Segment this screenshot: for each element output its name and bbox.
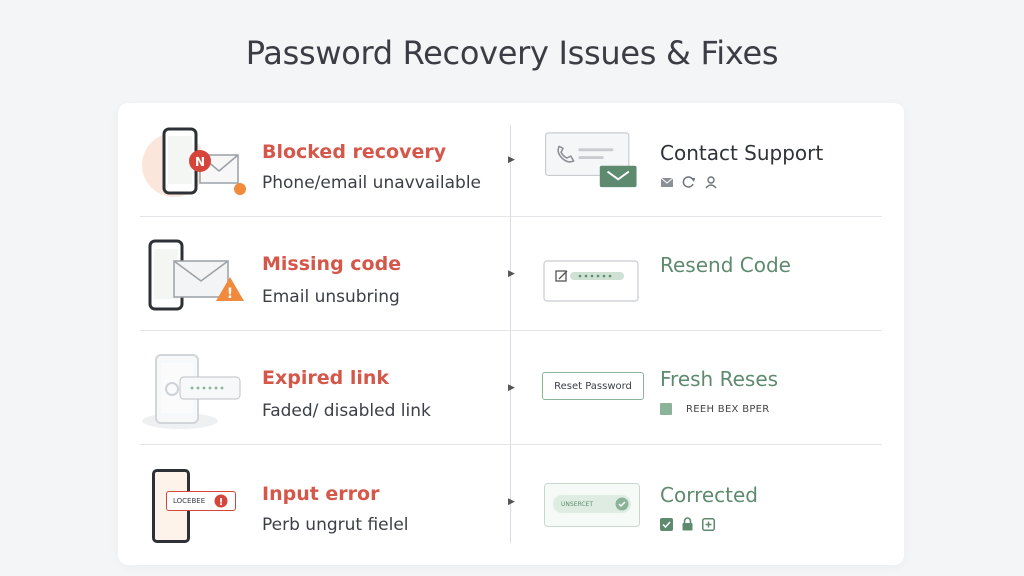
- row-separator: [140, 330, 882, 331]
- missing-code-illustration: !: [148, 239, 244, 311]
- issue-title: Input error: [262, 483, 380, 505]
- refresh-icon: [682, 175, 696, 189]
- row-blocked-recovery: N Blocked recovery Phone/email unavvaila…: [118, 103, 904, 217]
- corrected-field-frame: UNSERCET: [544, 483, 640, 527]
- resend-code-illustration: [543, 260, 639, 302]
- mail-icon: [599, 165, 637, 188]
- contact-support-illustration: [544, 132, 637, 188]
- notification-badge-icon: N: [189, 150, 211, 172]
- fix-caption-group: REEH BEX BPER: [660, 403, 770, 415]
- mail-icon: [660, 176, 674, 188]
- status-dot: [234, 183, 246, 195]
- fix-title: Corrected: [660, 483, 758, 507]
- square-icon: [660, 403, 672, 415]
- svg-text:!: !: [219, 497, 224, 508]
- issue-subtitle: Phone/email unavvailable: [262, 173, 482, 193]
- fix-caption: REEH BEX BPER: [686, 403, 770, 415]
- fix-icon-group: [660, 175, 718, 189]
- reset-password-button[interactable]: Reset Password: [542, 372, 644, 400]
- issue-subtitle: Faded/ disabled link: [262, 401, 431, 421]
- fix-title: Fresh Reses: [660, 367, 779, 391]
- row-missing-code: ! Missing code Email unsubring ▶ Resend …: [118, 217, 904, 331]
- fix-title: Contact Support: [660, 141, 824, 165]
- plus-box-icon: [702, 517, 715, 531]
- corrected-field-text: UNSERCET: [561, 500, 593, 508]
- error-icon: !: [214, 494, 228, 508]
- blocked-recovery-illustration: N: [142, 127, 246, 197]
- issue-subtitle: Perb ungrut fielel: [262, 515, 409, 535]
- issue-title: Expired link: [262, 367, 390, 389]
- row-expired-link: Expired link Faded/ disabled link ▶ Rese…: [118, 331, 904, 445]
- row-input-error: LOCEBEE ! Input error Perb ungrut fielel…: [118, 445, 904, 559]
- phone-icon: [162, 127, 198, 195]
- expired-link-illustration: [142, 354, 241, 429]
- fix-title: Resend Code: [660, 253, 791, 277]
- arrow-icon: ▶: [508, 497, 515, 507]
- column-divider: [510, 125, 511, 543]
- issue-subtitle: Email unsubring: [262, 287, 400, 307]
- person-icon: [704, 175, 718, 189]
- check-icon: [660, 517, 673, 531]
- arrow-icon: ▶: [508, 269, 515, 279]
- svg-text:!: !: [227, 286, 233, 302]
- warning-icon: !: [216, 277, 244, 302]
- fix-icon-group: [660, 517, 715, 531]
- check-icon: [615, 497, 629, 511]
- corrected-input-field: UNSERCET: [553, 495, 631, 513]
- edit-icon: [555, 270, 568, 282]
- issues-card: N Blocked recovery Phone/email unavvaila…: [118, 103, 904, 565]
- issue-title: Missing code: [262, 253, 402, 275]
- arrow-icon: ▶: [508, 383, 515, 393]
- page-title: Password Recovery Issues & Fixes: [245, 34, 779, 72]
- row-separator: [140, 444, 882, 445]
- issue-title: Blocked recovery: [262, 141, 447, 163]
- envelope-icon: [173, 260, 229, 298]
- lock-icon: [681, 517, 694, 531]
- svg-text:N: N: [195, 155, 205, 169]
- arrow-icon: ▶: [508, 155, 515, 165]
- phone-call-icon: [557, 145, 575, 163]
- error-field-text: LOCEBEE: [173, 497, 206, 505]
- row-separator: [140, 216, 882, 217]
